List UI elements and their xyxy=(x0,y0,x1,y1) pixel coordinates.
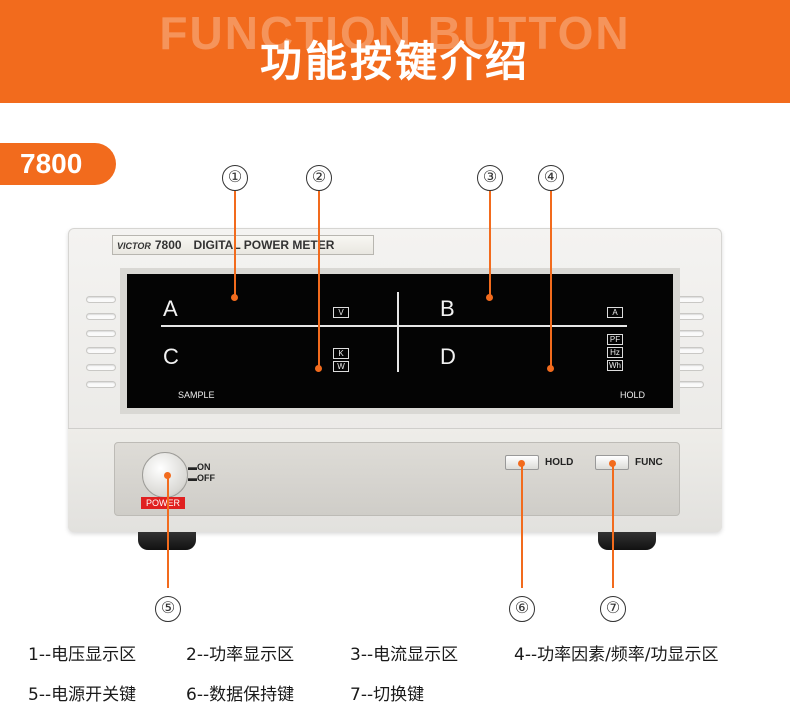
nameplate-name: DIGITAL POWER METER xyxy=(193,238,335,252)
unit-pf: PF xyxy=(607,334,623,345)
nameplate-model: 7800 xyxy=(154,238,182,252)
lead-line-1 xyxy=(234,191,236,297)
on-label: ▬ON xyxy=(188,462,211,472)
unit-a: A xyxy=(607,307,623,318)
left-vent xyxy=(86,347,116,354)
legend-item: 1--电压显示区 xyxy=(28,645,137,665)
quadrant-c-label: C xyxy=(163,344,179,369)
hold-button-label: HOLD xyxy=(545,457,574,468)
legend-item: 4--功率因素/频率/功显示区 xyxy=(514,645,719,665)
lead-line-2 xyxy=(318,191,320,368)
legend-item: 7--切换键 xyxy=(350,685,425,705)
lead-line-6 xyxy=(521,463,523,588)
right-foot xyxy=(598,532,656,550)
legend-item: 2--功率显示区 xyxy=(186,645,295,665)
brand-logo: VICTOR xyxy=(117,241,151,251)
callout-2: ② xyxy=(306,165,332,191)
quadrant-d-label: D xyxy=(440,344,456,369)
banner-background-text: FUNCTION BUTTON xyxy=(159,7,631,59)
unit-wh: Wh xyxy=(607,360,623,371)
model-tab: 7800 xyxy=(0,143,116,185)
off-text: OFF xyxy=(197,473,215,483)
lead-line-4 xyxy=(550,191,552,368)
callout-4: ④ xyxy=(538,165,564,191)
banner-title: 功能按键介绍 xyxy=(259,37,530,86)
sample-indicator: SAMPLE xyxy=(178,390,215,400)
unit-hz: Hz xyxy=(607,347,623,358)
left-vent xyxy=(86,330,116,337)
lead-dot-4 xyxy=(547,365,554,372)
hold-indicator: HOLD xyxy=(620,390,646,400)
power-label: POWER xyxy=(141,497,185,509)
off-label: ▬OFF xyxy=(188,473,215,483)
left-vent xyxy=(86,296,116,303)
callout-6: ⑥ xyxy=(509,596,535,622)
lead-dot-3 xyxy=(486,294,493,301)
lead-dot-2 xyxy=(315,365,322,372)
quadrant-a-label: A xyxy=(163,296,178,321)
screen-divider-vertical xyxy=(397,292,399,372)
left-vent xyxy=(86,313,116,320)
legend-item: 3--电流显示区 xyxy=(350,645,459,665)
callout-7: ⑦ xyxy=(600,596,626,622)
lead-line-5 xyxy=(167,475,169,588)
lead-dot-1 xyxy=(231,294,238,301)
legend-item: 5--电源开关键 xyxy=(28,685,137,705)
left-vent xyxy=(86,381,116,388)
unit-w: W xyxy=(333,361,349,372)
callout-1: ① xyxy=(222,165,248,191)
callout-5: ⑤ xyxy=(155,596,181,622)
on-text: ON xyxy=(197,462,211,472)
header-banner: FUNCTION BUTTON 功能按键介绍 xyxy=(0,0,790,103)
display-screen xyxy=(127,274,673,408)
screen-divider-horizontal xyxy=(161,325,627,327)
control-panel xyxy=(114,442,680,516)
lead-dot-7 xyxy=(609,460,616,467)
lead-dot-5 xyxy=(164,472,171,479)
callout-3: ③ xyxy=(477,165,503,191)
left-vent xyxy=(86,364,116,371)
lead-line-3 xyxy=(489,191,491,297)
lead-dot-6 xyxy=(518,460,525,467)
quadrant-b-label: B xyxy=(440,296,455,321)
unit-v: V xyxy=(333,307,349,318)
lead-line-7 xyxy=(612,463,614,588)
func-button-label: FUNC xyxy=(635,457,663,468)
legend-item: 6--数据保持键 xyxy=(186,685,295,705)
unit-k: K xyxy=(333,348,349,359)
